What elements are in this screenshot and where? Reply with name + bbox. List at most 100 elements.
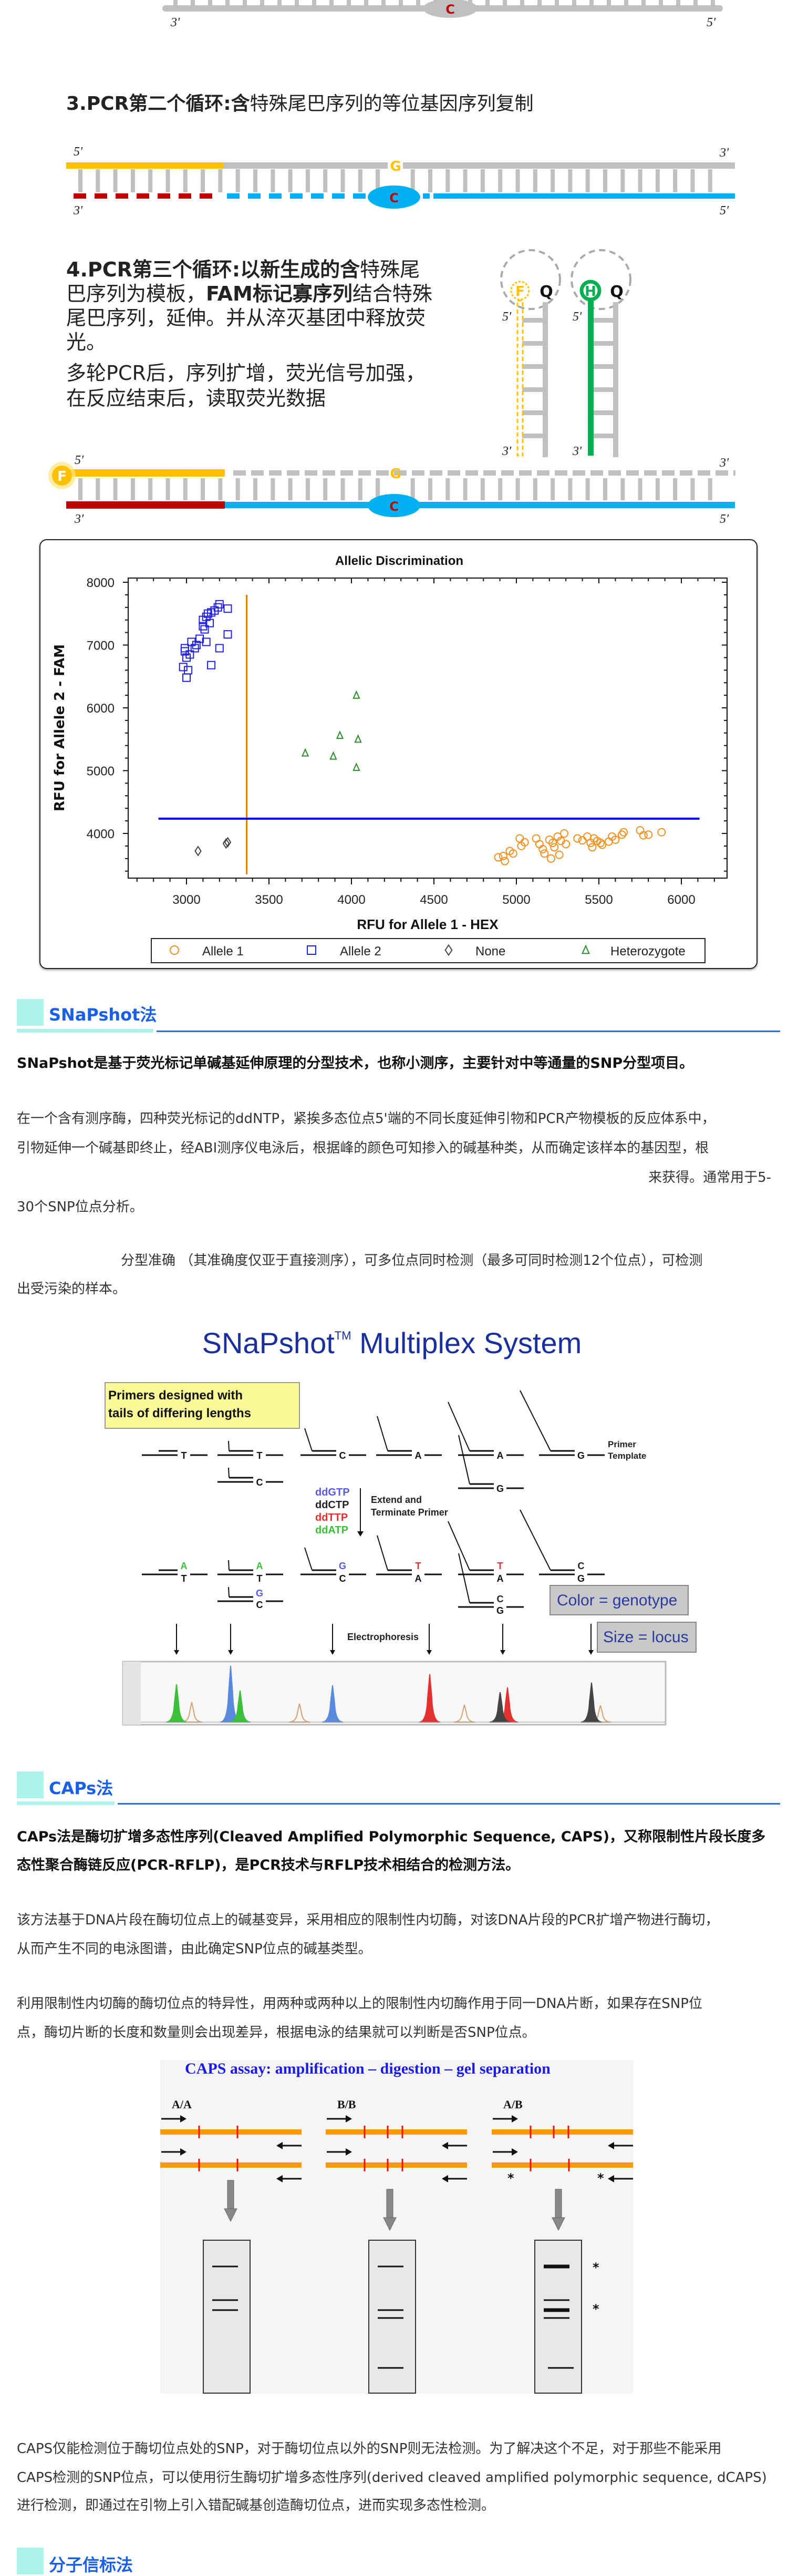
data-point-allele-2 xyxy=(182,673,191,682)
base-pair-rung xyxy=(551,169,555,192)
data-point-none xyxy=(224,837,232,848)
data-point-allele-1 xyxy=(596,838,605,847)
base-pair-rung xyxy=(183,169,188,192)
three-prime-label: 3′ xyxy=(74,512,84,525)
data-point-allele-2 xyxy=(190,644,199,653)
data-point-allele-1 xyxy=(494,853,503,862)
data-point-allele-1 xyxy=(578,836,587,845)
heading-underline xyxy=(17,1029,153,1033)
base-pair-rung xyxy=(673,478,678,500)
gel-band xyxy=(544,2308,569,2312)
process-arrow-shaft xyxy=(555,2189,562,2219)
extend-label: Extend and xyxy=(371,1495,422,1505)
data-point-allele-1 xyxy=(639,831,648,840)
arrow-head-icon xyxy=(427,1650,432,1655)
primer-tail xyxy=(458,1553,470,1603)
snp-base-g: G xyxy=(390,466,401,482)
base-pair-rung xyxy=(585,169,590,192)
x-axis-label: RFU for Allele 1 - HEX xyxy=(357,916,499,932)
caps-para3-line: 进行检测，即通过在引物上引入错配碱基创造酶切位点，进而实现多态性检测。 xyxy=(17,2498,495,2513)
data-point-heterozygote xyxy=(301,748,309,757)
snp-base-g: G xyxy=(390,159,401,174)
template-base: G xyxy=(496,1605,504,1616)
arrow-head-icon xyxy=(276,2175,283,2182)
chart-title: Allelic Discrimination xyxy=(335,554,463,568)
polymorphism-star: * xyxy=(593,2302,599,2316)
base-pair-rung xyxy=(410,169,415,192)
template-base: G xyxy=(577,1573,585,1584)
genotype-label: A/B xyxy=(503,2098,523,2111)
base-pair-rung xyxy=(655,169,660,192)
legend-box xyxy=(151,938,706,963)
template-base: A xyxy=(415,1573,422,1584)
x-tick-label: 5500 xyxy=(585,893,613,907)
base-pair-rung xyxy=(522,434,544,438)
restriction-site xyxy=(530,2159,532,2171)
beacon-heading: 分子信标法 xyxy=(49,2555,133,2575)
base-pair-rung xyxy=(659,0,663,5)
snp-base-c: C xyxy=(389,191,399,205)
base-pair-rung xyxy=(555,0,559,5)
data-point-allele-1 xyxy=(657,828,666,837)
legend-label: Allele 1 xyxy=(202,944,244,959)
data-point-allele-2 xyxy=(223,630,232,639)
base-pair-rung xyxy=(235,478,240,500)
y-tick-label: 8000 xyxy=(87,576,115,590)
base-pair-rung xyxy=(572,0,576,5)
y-tick-label: 6000 xyxy=(87,702,115,716)
base-pair-rung xyxy=(235,169,240,192)
signal-peak xyxy=(453,1704,475,1723)
arrow-head-icon xyxy=(608,2142,614,2149)
incorporated-base: T xyxy=(416,1561,421,1571)
base-pair-rung xyxy=(498,169,503,192)
base-pair-rung xyxy=(340,169,345,192)
figure-title: SNaPshotTM Multiplex System xyxy=(202,1326,582,1359)
restriction-site xyxy=(364,2159,366,2171)
base-pair-rung xyxy=(130,169,135,192)
gel-band xyxy=(378,2309,403,2311)
base-pair-rung xyxy=(480,169,485,192)
y-axis-label: RFU for Allele 2 - FAM xyxy=(52,644,68,811)
y-tick-label: 4000 xyxy=(87,827,115,841)
base-pair-rung xyxy=(693,0,698,5)
base-pair-rung xyxy=(603,169,607,192)
snp-site xyxy=(368,494,420,517)
base-pair-rung xyxy=(593,434,615,438)
base-pair-rung xyxy=(445,478,450,500)
arrow-head-icon xyxy=(276,2142,283,2149)
base-pair-rung xyxy=(568,478,573,500)
base-pair-rung xyxy=(463,169,468,192)
data-point-heterozygote xyxy=(329,751,337,760)
size-locus-box xyxy=(597,1622,697,1653)
caps-para2-line: 利用限制性内切酶的酶切位点的特异性，用两种或两种以上的限制性内切酶作用于同一DN… xyxy=(17,1996,702,2012)
base-pair-rung xyxy=(533,169,537,192)
probe-strand xyxy=(588,301,594,456)
arrow-head-icon xyxy=(180,2148,186,2156)
gel-band xyxy=(544,2317,569,2319)
three-prime-label: 3′ xyxy=(73,204,83,218)
arrow-head-icon xyxy=(228,1650,233,1655)
signal-peak xyxy=(229,1690,251,1723)
data-point-none xyxy=(222,838,230,849)
restriction-site xyxy=(401,2159,403,2171)
snp-site xyxy=(368,186,420,209)
title-rest: Multiplex System xyxy=(351,1326,582,1359)
caps-lead-line: CAPs法是酶切扩增多态性序列(Cleaved Amplified Polymo… xyxy=(17,1829,766,1845)
base-pair-rung xyxy=(515,478,520,500)
primer-tail xyxy=(377,1416,388,1451)
base-pair-rung xyxy=(340,478,345,500)
base-pair-rung xyxy=(585,478,590,500)
base-pair-rung xyxy=(376,478,380,500)
data-point-allele-2 xyxy=(184,666,193,675)
data-point-allele-1 xyxy=(520,838,529,847)
probe-stem xyxy=(543,302,548,457)
caps-heading: CAPs法 xyxy=(49,1778,113,1798)
dna-fragment xyxy=(492,2129,633,2135)
base-pair-rung xyxy=(295,0,299,5)
snapshot-para1-line: 引物延伸一个碱基即终止，经ABI测序仪电泳后，根据峰的颜色可知掺入的碱基种类，从… xyxy=(17,1140,709,1156)
base-pair-rung xyxy=(113,478,118,500)
incorporated-base: G xyxy=(339,1561,346,1571)
restriction-site xyxy=(568,2159,570,2171)
base-pair-rung xyxy=(305,169,310,192)
gel-band xyxy=(378,2367,403,2369)
